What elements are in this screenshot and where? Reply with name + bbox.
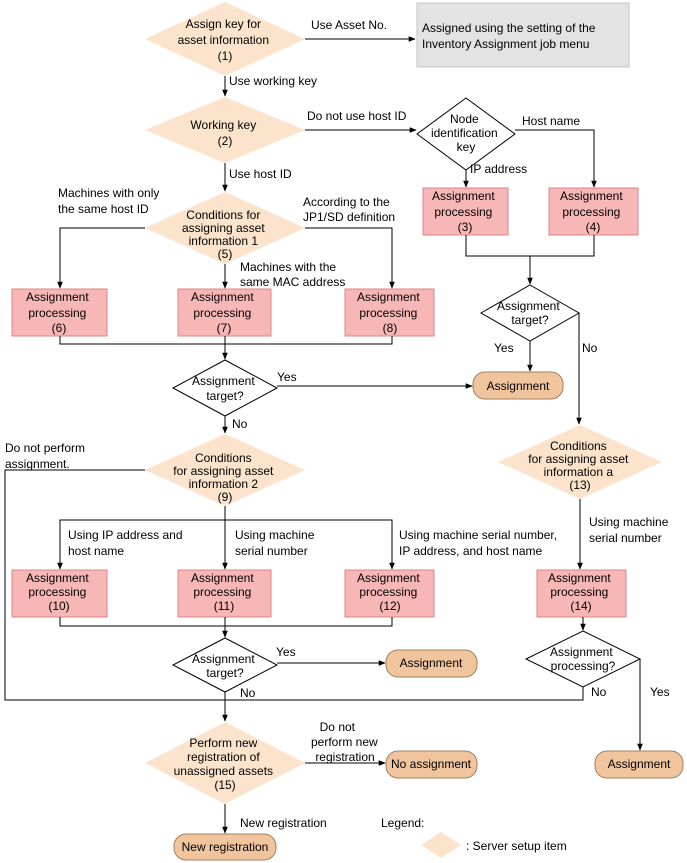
target-3-label: Assignment target?	[497, 299, 563, 327]
edge-host-name	[515, 129, 597, 188]
processing-14-label: Assignment processing (14)	[548, 571, 614, 613]
terminal-assignment-2	[385, 649, 478, 678]
edge-no-d	[225, 687, 584, 701]
diamond-working-key	[145, 97, 305, 163]
target-2-label: Assignment target?	[192, 652, 258, 680]
label-no-c: No	[240, 686, 256, 700]
diamond-new-registration	[145, 722, 305, 804]
processing-7-label: Assignment processing (7)	[191, 290, 257, 335]
edge-only-host-id	[57, 227, 145, 289]
box-processing-10	[11, 569, 108, 618]
edge-labels: Use Asset No. Use working key Do not use…	[5, 18, 672, 830]
diamond-conditions-a	[498, 425, 662, 499]
label-no-perform: Do not perform assignment.	[5, 441, 88, 471]
terminal-assignment-3-label: Assignment	[608, 757, 671, 771]
label-per-jp1: According to the JP1/SD definition	[303, 195, 395, 224]
box-processing-12	[344, 569, 435, 618]
edge-serial-ip-host	[305, 519, 395, 570]
edge-per-jp1	[305, 227, 395, 289]
processing-3-label: Assignment processing (3)	[432, 189, 498, 234]
terminal-assignment-1-label: Assignment	[487, 379, 550, 393]
label-serial-a: Using machine serial number	[589, 515, 672, 545]
conditions-1-label: Conditions for assigning asset informati…	[182, 208, 268, 261]
label-ip-host: Using IP address and host name	[68, 528, 186, 558]
legend: Legend: : Server setup item	[381, 816, 567, 853]
diamond-conditions-2	[145, 434, 305, 506]
legend-title: Legend:	[381, 816, 424, 830]
box-processing-8	[344, 288, 435, 337]
terminal-assignment-2-label: Assignment	[400, 656, 463, 670]
assignment-processing-label: Assignment processing?	[550, 645, 616, 673]
label-no-b: No	[582, 341, 598, 355]
label-use-asset-no: Use Asset No.	[311, 18, 387, 32]
node-labels: Assign key for asset information (1) Wor…	[26, 17, 671, 854]
processing-12-label: Assignment processing (12)	[357, 571, 423, 613]
target-1-label: Assignment target?	[192, 374, 258, 403]
merge-6-7-8	[59, 336, 393, 345]
label-only-host-id: Machines with only the same host ID	[58, 186, 163, 216]
label-no-a: No	[232, 417, 248, 431]
label-same-mac: Machines with the same MAC address	[240, 260, 345, 289]
label-no-d: No	[591, 685, 607, 699]
label-use-host-id: Use host ID	[229, 167, 292, 181]
shapes	[11, 2, 684, 861]
merge-3-4	[465, 235, 595, 257]
new-registration-diamond-label: Perform new registration of unassigned a…	[174, 736, 277, 792]
legend-item-label: : Server setup item	[466, 839, 567, 853]
processing-6-label: Assignment processing (6)	[26, 290, 92, 335]
label-yes-a: Yes	[277, 370, 297, 384]
label-serial: Using machine serial number	[235, 528, 318, 558]
processing-4-label: Assignment processing (4)	[560, 189, 626, 234]
terminal-no-assignment-label: No assignment	[391, 757, 472, 771]
conditions-a-label: Conditions for assigning asset informati…	[528, 439, 631, 492]
label-no-host-id: Do not use host ID	[307, 109, 407, 123]
legend-swatch	[421, 832, 461, 858]
merge-10-11-12	[59, 617, 393, 627]
note-text: Assigned using the setting of the Invent…	[422, 21, 599, 51]
terminal-assignment-1	[472, 371, 564, 400]
working-key-label: Working key (2)	[190, 118, 259, 148]
terminal-assignment-3	[594, 750, 684, 779]
box-processing-3	[422, 187, 509, 236]
diamond-conditions-1	[145, 192, 305, 264]
diamond-target-1	[171, 359, 279, 417]
box-processing-11	[177, 569, 272, 618]
conditions-2-label: Conditions for assigning asset informati…	[173, 451, 276, 504]
connectors	[4, 36, 643, 834]
label-use-working-key: Use working key	[229, 74, 317, 88]
diamond-assign-key	[145, 2, 305, 76]
note-box	[416, 2, 630, 68]
label-yes-b: Yes	[494, 341, 514, 355]
label-new-reg: New registration	[240, 816, 327, 830]
processing-8-label: Assignment processing (8)	[357, 290, 423, 335]
label-serial-ip-host: Using machine serial number, IP address,…	[399, 528, 560, 558]
terminal-no-assignment	[385, 750, 478, 779]
box-processing-14	[536, 569, 627, 618]
edge-no-perform	[4, 469, 225, 701]
box-processing-4	[548, 187, 639, 236]
label-yes-d: Yes	[650, 685, 670, 699]
node-identification-label: Node identification key	[431, 112, 501, 154]
terminal-new-registration-label: New registration	[182, 840, 269, 854]
box-processing-7	[177, 288, 272, 337]
label-ip-address: IP address	[470, 162, 527, 176]
label-yes-c: Yes	[276, 645, 296, 659]
label-host-name: Host name	[522, 114, 580, 128]
label-no-new-reg: Do not perform new registration	[311, 720, 381, 764]
processing-10-label: Assignment processing (10)	[26, 571, 92, 613]
box-processing-6	[11, 288, 108, 337]
terminal-new-registration	[173, 833, 277, 861]
processing-11-label: Assignment processing (11)	[191, 571, 257, 613]
assign-key-label: Assign key for asset information (1)	[178, 17, 273, 63]
